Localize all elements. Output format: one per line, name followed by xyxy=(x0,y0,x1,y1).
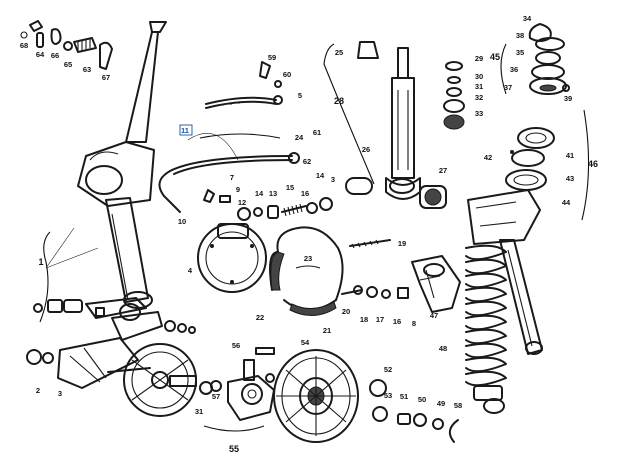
callout-31: 31 xyxy=(195,407,203,416)
strut-with-coil-spring xyxy=(465,189,543,414)
wheel-cylinder-backplate xyxy=(197,189,333,293)
callout-15: 15 xyxy=(286,183,294,192)
callout-33: 33 xyxy=(475,109,483,118)
strut-mount-stack xyxy=(500,23,590,221)
callout-48: 48 xyxy=(439,344,447,353)
callout-37: 37 xyxy=(504,83,512,92)
callout-8: 8 xyxy=(412,319,416,328)
callout-54: 54 xyxy=(301,338,310,347)
callout-19: 19 xyxy=(398,239,406,248)
callout-16: 16 xyxy=(301,189,309,198)
shock-absorber xyxy=(323,41,447,209)
hardware-row xyxy=(353,285,409,299)
callout-4: 4 xyxy=(188,266,193,275)
callout-51: 51 xyxy=(400,392,408,401)
callout-39: 39 xyxy=(564,94,572,103)
callout-63: 63 xyxy=(83,65,91,74)
callout-9: 9 xyxy=(236,185,240,194)
callout-35: 35 xyxy=(516,48,524,57)
steering-arm-backplate xyxy=(26,337,213,417)
callout-31: 31 xyxy=(475,82,483,91)
mounting-bracket xyxy=(411,255,461,313)
callout-18: 18 xyxy=(360,315,368,324)
callout-45: 45 xyxy=(490,52,500,62)
callout-32: 32 xyxy=(475,93,483,102)
callout-26: 26 xyxy=(362,145,370,154)
callout-68: 68 xyxy=(20,41,28,50)
callout-3: 3 xyxy=(331,175,335,184)
small-parts-top-left xyxy=(20,20,113,70)
callout-17: 17 xyxy=(376,315,384,324)
callout-25: 25 xyxy=(335,48,343,57)
callout-29: 29 xyxy=(475,54,483,63)
brake-shoes xyxy=(269,226,391,316)
callout-59: 59 xyxy=(268,53,276,62)
callout-28: 28 xyxy=(334,96,344,106)
callout-27: 27 xyxy=(439,166,447,175)
callout-38: 38 xyxy=(516,31,524,40)
callout-3: 3 xyxy=(58,389,62,398)
callout-60: 60 xyxy=(283,70,291,79)
wheel-hub xyxy=(203,347,275,432)
callout-30: 30 xyxy=(475,72,483,81)
callout-62: 62 xyxy=(303,157,311,166)
callout-5: 5 xyxy=(298,91,302,100)
callout-43: 43 xyxy=(566,174,574,183)
callout-66: 66 xyxy=(51,51,59,60)
callout-1: 1 xyxy=(38,257,43,267)
callout-61: 61 xyxy=(313,128,321,137)
callout-56: 56 xyxy=(232,341,240,350)
brake-drum xyxy=(273,349,359,443)
callout-20: 20 xyxy=(342,307,350,316)
bearings-and-seals xyxy=(369,379,459,443)
callout-50: 50 xyxy=(418,395,426,404)
callout-36: 36 xyxy=(510,65,518,74)
callout-14: 14 xyxy=(255,189,264,198)
callout-41: 41 xyxy=(566,151,574,160)
callout-16: 16 xyxy=(393,317,401,326)
callout-24: 24 xyxy=(295,133,304,142)
kingpin-stub-axle xyxy=(77,21,167,309)
brake-hoses xyxy=(158,61,300,213)
callout-11: 11 xyxy=(181,126,189,135)
callout-7: 7 xyxy=(230,173,234,182)
callout-22: 22 xyxy=(256,313,264,322)
callout-46: 46 xyxy=(588,159,598,169)
callout-55: 55 xyxy=(229,444,239,454)
callout-42: 42 xyxy=(484,153,492,162)
callout-23: 23 xyxy=(304,254,312,263)
callout-21: 21 xyxy=(323,326,331,335)
callout-10: 10 xyxy=(178,217,186,226)
callout-67: 67 xyxy=(102,73,110,82)
callout-34: 34 xyxy=(523,14,532,23)
callout-14: 14 xyxy=(316,171,325,180)
callout-52: 52 xyxy=(384,365,392,374)
callout-47: 47 xyxy=(430,311,438,320)
callout-49: 49 xyxy=(437,399,445,408)
callout-58: 58 xyxy=(454,401,462,410)
callout-2: 2 xyxy=(36,386,40,395)
callout-65: 65 xyxy=(64,60,72,69)
callout-44: 44 xyxy=(562,198,571,207)
callout-64: 64 xyxy=(36,50,45,59)
coil-spring xyxy=(465,244,507,387)
callout-12: 12 xyxy=(238,198,246,207)
callout-box-11 xyxy=(179,124,193,136)
callout-57: 57 xyxy=(212,392,220,401)
tie-rod-assembly xyxy=(33,227,196,341)
callout-13: 13 xyxy=(269,189,277,198)
bushings-29-33 xyxy=(443,61,465,130)
callout-53: 53 xyxy=(384,391,392,400)
